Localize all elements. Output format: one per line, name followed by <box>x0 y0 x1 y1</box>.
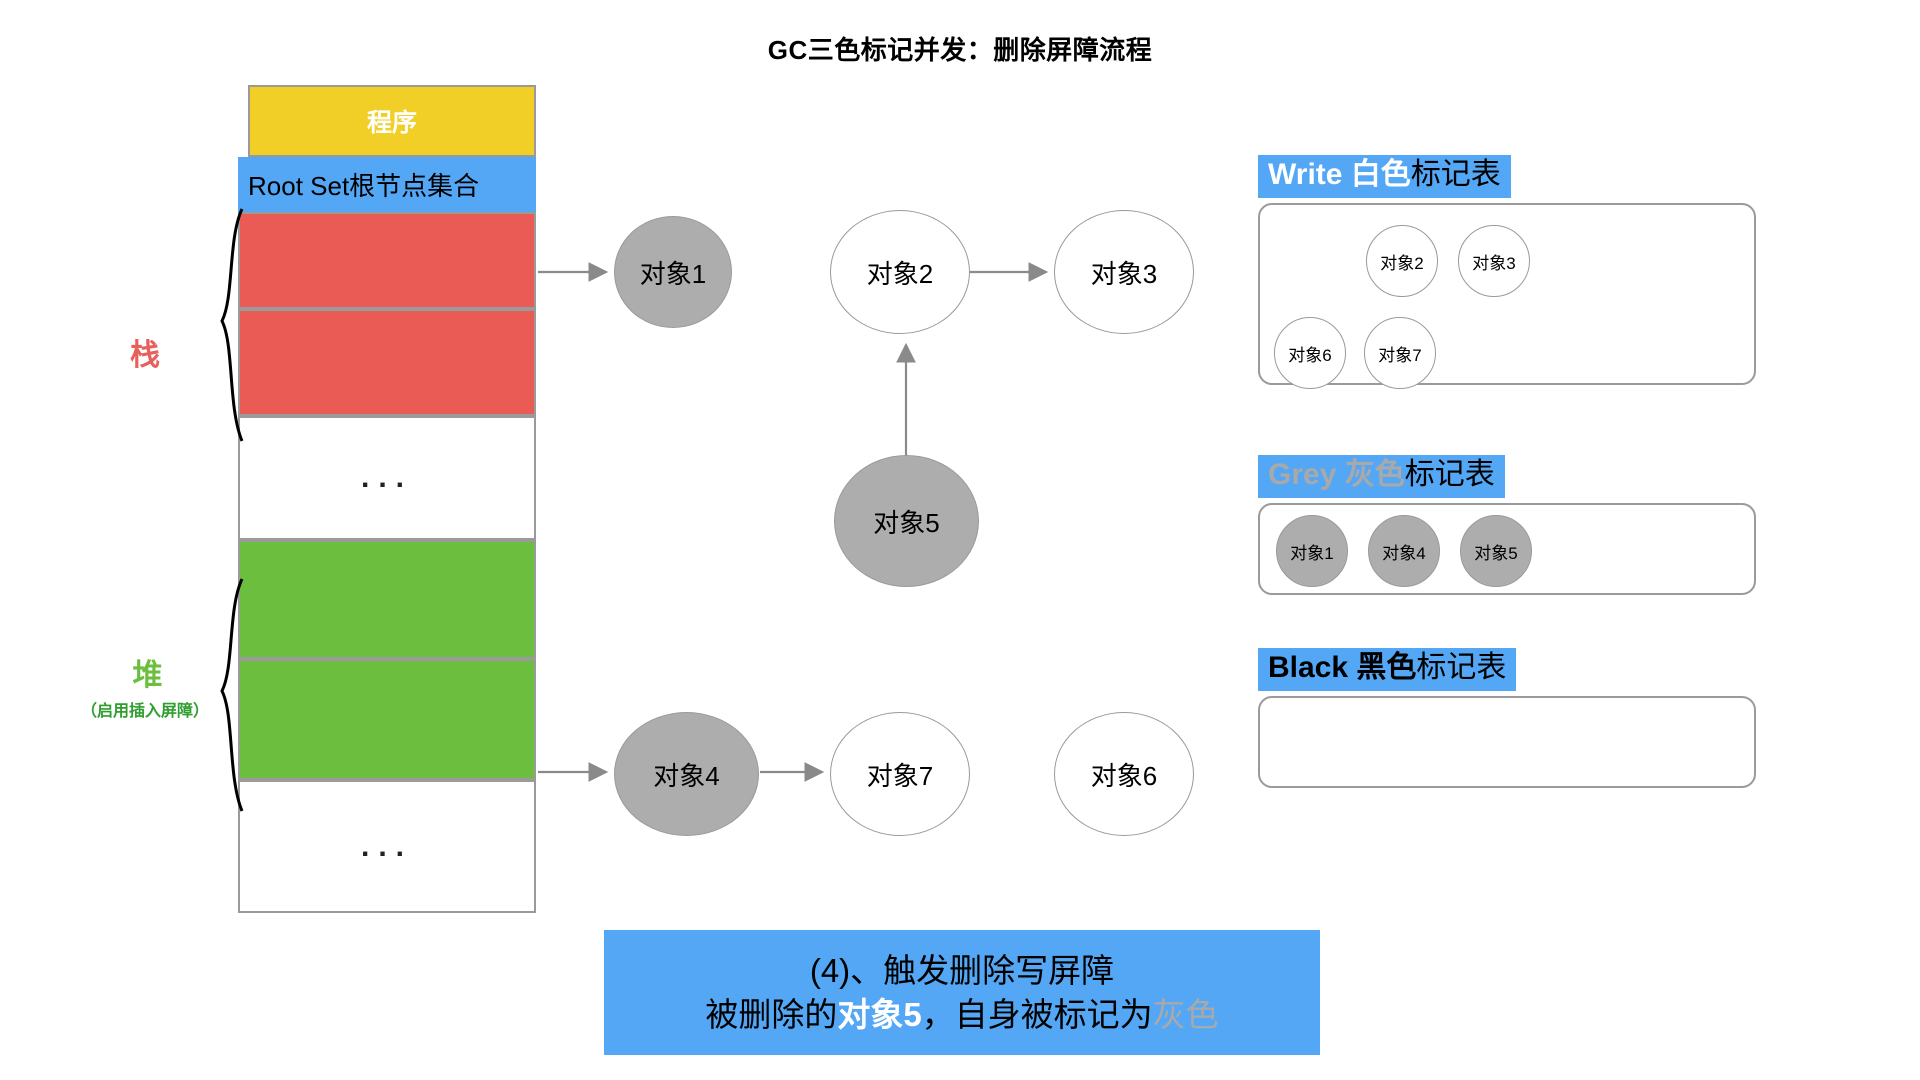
caption-line2-part-a: 被删除的 <box>705 995 838 1033</box>
page-title: GC三色标记并发：删除屏障流程 <box>767 35 1153 65</box>
graph-node-obj5[interactable]: 对象5 <box>834 455 979 587</box>
heap-slot-1 <box>238 540 536 659</box>
stack-ellipsis-slot: ... <box>238 416 536 540</box>
caption-line2-part-c: ，自身被标记为 <box>921 995 1153 1033</box>
white-table-chip-obj7[interactable]: 对象7 <box>1364 317 1436 389</box>
black-table-box <box>1258 696 1756 788</box>
white-table-chip-obj2[interactable]: 对象2 <box>1366 225 1438 297</box>
caption-line2-object: 对象5 <box>837 995 922 1033</box>
black-table-head-color: 黑色 <box>1356 651 1417 684</box>
grey-table-header: Grey 灰色标记表 <box>1258 455 1505 498</box>
program-box: 程序 <box>248 85 536 157</box>
heap-slot-2 <box>238 659 536 780</box>
graph-node-obj4[interactable]: 对象4 <box>614 712 759 836</box>
heap-ellipsis-slot: ... <box>238 780 536 913</box>
heap-sub-label: （启用插入屏障） <box>80 703 209 720</box>
white-table-header: Write 白色标记表 <box>1258 155 1511 198</box>
grey-table-chip-obj1[interactable]: 对象1 <box>1276 515 1348 587</box>
stack-slot-1 <box>238 212 536 309</box>
black-table-header: Black 黑色标记表 <box>1258 648 1517 691</box>
caption-line-1: (4)、触发删除写屏障 <box>809 951 1115 989</box>
graph-node-obj6[interactable]: 对象6 <box>1054 712 1194 836</box>
grey-table-chip-obj5[interactable]: 对象5 <box>1460 515 1532 587</box>
white-table-head-en: Write <box>1268 158 1343 191</box>
memory-column: 程序 Root Set根节点集合 ... ... <box>238 85 536 940</box>
stack-slot-2 <box>238 309 536 416</box>
white-table-head-tail: 标记表 <box>1410 158 1501 191</box>
black-table-head-tail: 标记表 <box>1416 651 1507 684</box>
stack-label: 栈 <box>130 339 160 372</box>
caption-line-2: 被删除的对象5，自身被标记为灰色 <box>705 993 1218 1037</box>
ellipsis-text: ... <box>360 829 413 863</box>
root-set-box: Root Set根节点集合 <box>238 157 536 212</box>
grey-table-head-tail: 标记表 <box>1404 458 1495 491</box>
graph-node-obj7[interactable]: 对象7 <box>830 712 970 836</box>
caption-line2-color: 灰色 <box>1152 995 1219 1033</box>
grey-table-chip-obj4[interactable]: 对象4 <box>1368 515 1440 587</box>
caption-banner: (4)、触发删除写屏障 被删除的对象5，自身被标记为灰色 <box>604 930 1320 1055</box>
grey-table-head-en: Grey <box>1268 458 1337 491</box>
graph-node-obj3[interactable]: 对象3 <box>1054 210 1194 334</box>
white-table-chip-obj6[interactable]: 对象6 <box>1274 317 1346 389</box>
graph-node-obj1[interactable]: 对象1 <box>614 216 732 328</box>
ellipsis-text: ... <box>360 461 413 494</box>
heap-brace <box>220 578 244 812</box>
white-table-box: 对象2 对象3 对象6 对象7 <box>1258 203 1756 389</box>
grey-table-box: 对象1 对象4 对象5 <box>1258 503 1756 595</box>
grey-table-head-color: 灰色 <box>1344 458 1405 491</box>
black-table-head-en: Black <box>1268 651 1349 684</box>
heap-label: 堆 <box>132 659 163 692</box>
white-table-head-color: 白色 <box>1350 158 1411 191</box>
white-table-chip-obj3[interactable]: 对象3 <box>1458 225 1530 297</box>
graph-node-obj2[interactable]: 对象2 <box>830 210 970 334</box>
stack-brace <box>220 208 244 442</box>
